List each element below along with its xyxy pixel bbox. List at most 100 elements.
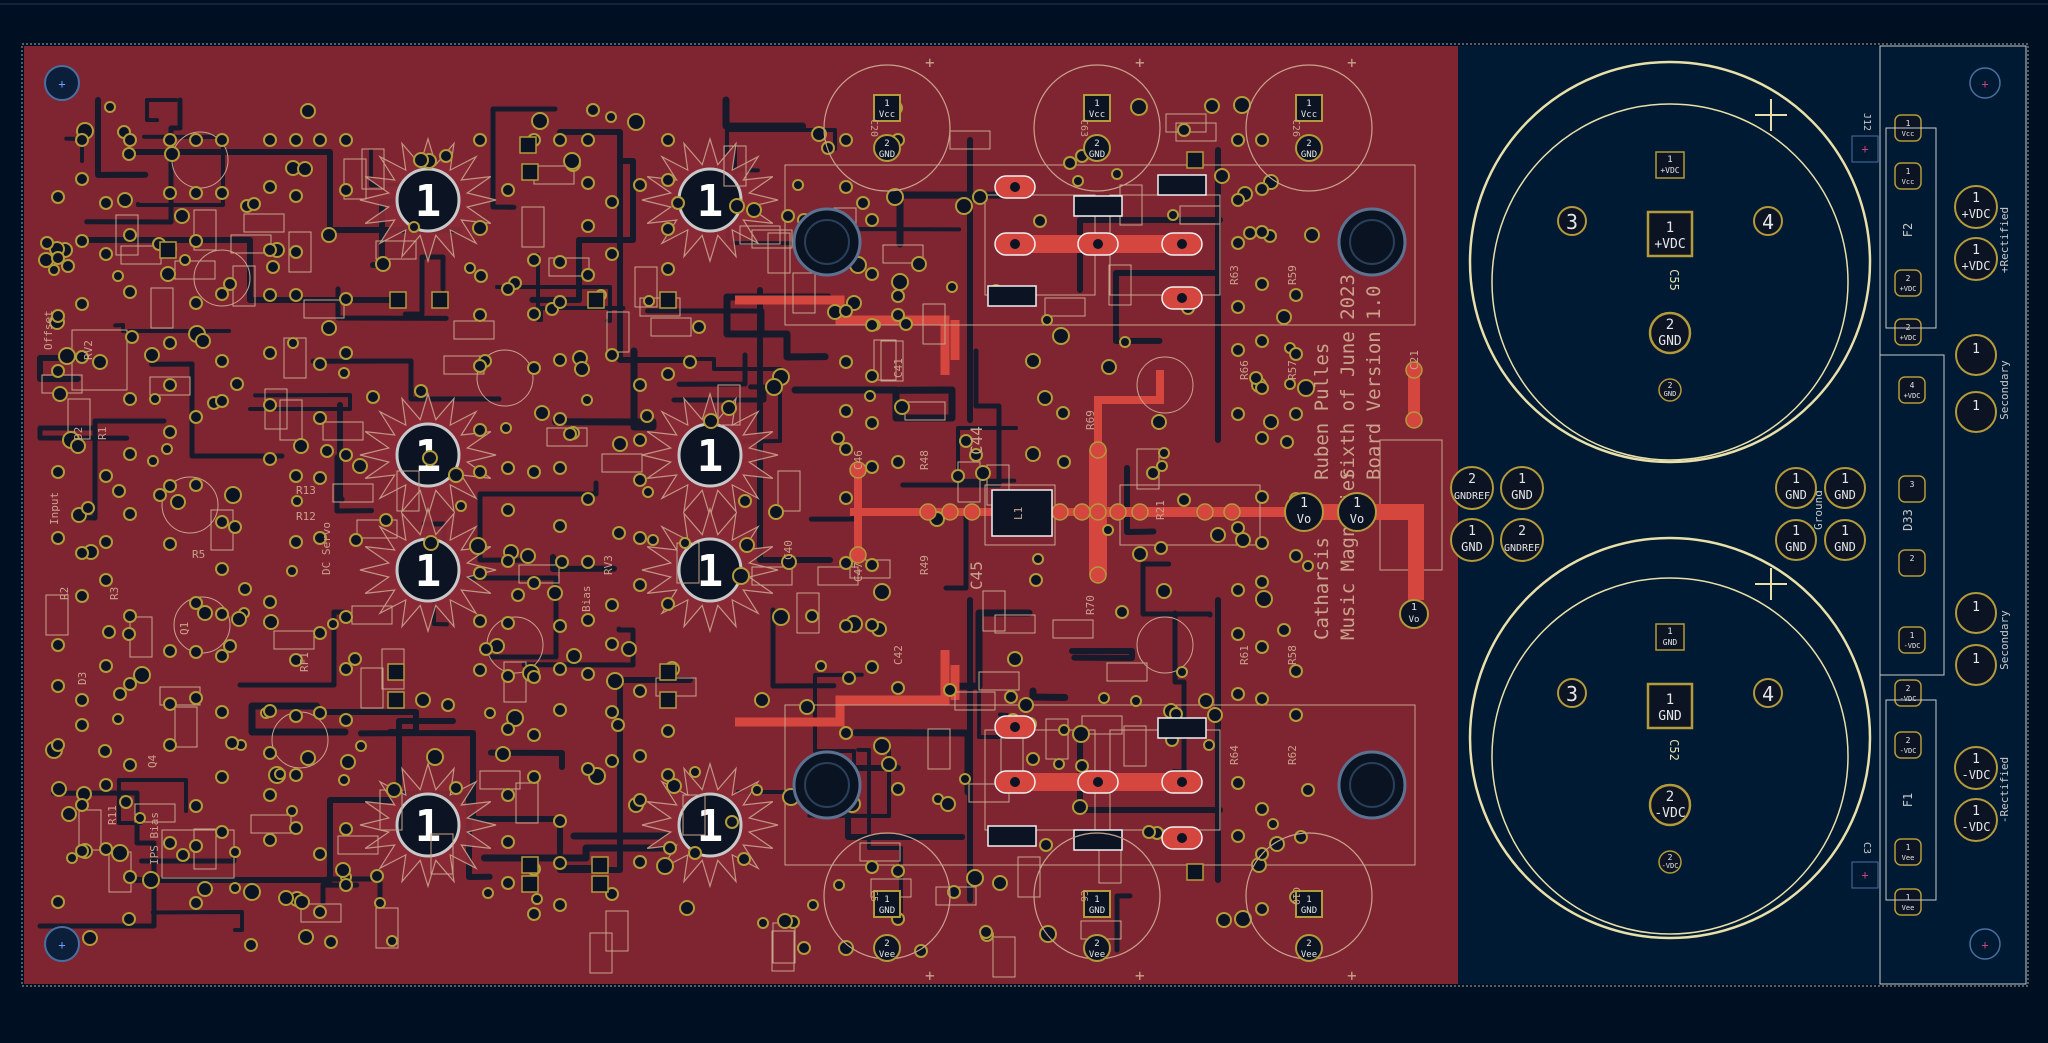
trace [248,702,349,736]
smd-pad [591,856,609,874]
rail-cap-pad1-num: 1 [1306,99,1311,109]
via-pad [66,852,78,864]
vo-pad-3-net[interactable]: Vo [1409,615,1420,625]
vo-pad-2-net[interactable]: Vo [1350,512,1364,526]
cap-lower-pad-4[interactable]: 4 [1762,682,1774,706]
cap-upper-pad-4[interactable]: 4 [1762,210,1774,234]
via-pad [134,812,146,824]
heatsink-pad-label[interactable]: 1 [415,801,442,852]
via-pad [225,736,239,750]
via-pad [1231,829,1245,843]
cap-lower-pad-1-net[interactable]: GND [1658,709,1682,724]
via-pad [99,247,113,261]
via-pad [40,236,54,250]
heatsink-pad-label[interactable]: 1 [415,176,442,227]
via-pad [501,616,515,630]
label-r62: R62 [1286,745,1299,765]
via-pad [243,883,261,901]
trace [487,749,565,770]
heatsink-pad-label[interactable]: 1 [697,176,724,227]
gndref-pad-1-net[interactable]: GNDREF [1454,491,1490,502]
via-pad [263,746,277,760]
heatsink-pad-label[interactable]: 1 [697,801,724,852]
heatsink-pad-label[interactable]: 1 [697,546,724,597]
rail-cap-pad1-net[interactable]: Vcc [1089,110,1105,120]
via-pad [501,183,515,197]
via-pad [51,679,65,693]
ground-pad-2-net[interactable]: GND [1834,488,1856,502]
via-pad [339,662,353,676]
cap-upper-pad-2-net[interactable]: GND [1658,334,1682,349]
via-pad [320,444,334,458]
heatsink-pad-label[interactable]: 1 [415,546,442,597]
cap-upper-pad-3[interactable]: 3 [1566,210,1578,234]
vdc-neg-2-net[interactable]: -VDC [1962,820,1991,834]
rail-cap-pad2-net[interactable]: Vee [879,950,895,960]
via-pad [224,486,242,504]
component-outline [777,470,801,512]
rail-cap-pad1-net[interactable]: GND [879,906,895,916]
via-pad [386,935,398,947]
svg-text:+: + [925,53,935,72]
rail-cap-pad2-net[interactable]: Vee [1301,950,1317,960]
rail-cap-pad1-net[interactable]: Vcc [1301,110,1317,120]
via-pad [527,361,541,375]
via-pad [123,447,137,461]
rail-cap-pad1-net[interactable]: GND [1089,906,1105,916]
svg-text:+VDC: +VDC [1900,334,1917,342]
vdc-neg-1-net[interactable]: -VDC [1962,768,1991,782]
via-pad [661,367,675,381]
via-pad [1231,776,1245,790]
component-outline [193,209,217,251]
gndref-pad-2-net[interactable]: GND [1511,488,1533,502]
rail-cap-pad2-net[interactable]: Vee [1089,950,1105,960]
via-pad [839,556,853,570]
rail-cap-pad2-net[interactable]: GND [1301,150,1317,160]
vdc-pos-2-net[interactable]: +VDC [1962,259,1991,273]
via-pad [348,652,362,666]
vo-pad-1-net[interactable]: Vo [1297,512,1311,526]
via-pad [527,307,541,321]
rail-cap-pad2-net[interactable]: GND [879,150,895,160]
via-pad [1255,225,1269,239]
rail-cap-pad1-net[interactable]: GND [1301,906,1317,916]
cap-lower-pad-3[interactable]: 3 [1566,682,1578,706]
via-pad [553,461,567,475]
via-pad [553,133,567,147]
via-pad [1255,640,1269,654]
rail-cap-pad2-net[interactable]: GND [1089,150,1105,160]
gndref-pad-3-net[interactable]: GND [1461,540,1483,554]
ground-pad-4-net[interactable]: GND [1834,540,1856,554]
via-pad [627,113,645,131]
rail-cap-pad1-net[interactable]: Vcc [879,110,895,120]
via-pad [1231,343,1245,357]
cap-upper-pad-1-net[interactable]: +VDC [1654,237,1685,252]
via-pad [1039,838,1053,852]
ground-pad-1-net[interactable]: GND [1785,488,1807,502]
via-pad [842,671,856,685]
via-pad [527,770,541,784]
via-pad [865,558,879,572]
via-pad [501,282,515,296]
via-pad [732,567,750,585]
rail-cap-ref: C10 [1290,887,1301,905]
via-pad [122,147,136,161]
gndref-pad-4-net[interactable]: GNDREF [1504,543,1540,554]
via-pad [688,846,702,860]
svg-text:+VDC: +VDC [1900,285,1917,293]
smd-pad [431,291,449,309]
via-pad [1255,334,1269,348]
via-pad [527,728,541,742]
via-pad [955,197,973,215]
via-pad [189,839,203,853]
vdc-pos-1-net[interactable]: +VDC [1962,207,1991,221]
via-pad [914,944,928,958]
trace [337,402,345,503]
ground-pad-3-net[interactable]: GND [1785,540,1807,554]
via-pad [534,405,550,421]
cap-lower-pad-2-net[interactable]: -VDC [1654,806,1685,821]
via-pad [1255,277,1269,291]
heatsink-pad-label[interactable]: 1 [697,431,724,482]
